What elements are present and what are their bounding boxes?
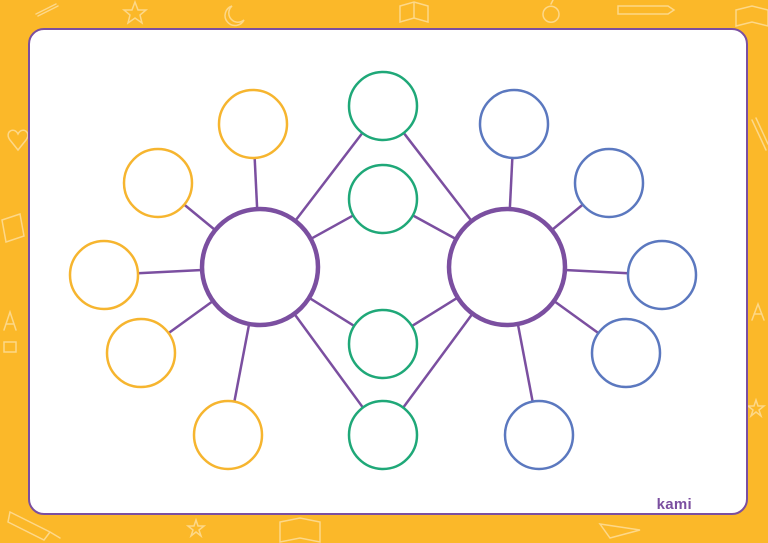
connector-right-1 xyxy=(508,157,514,210)
shared-attribute-bubble-outline xyxy=(347,308,419,380)
left-attribute-bubble[interactable] xyxy=(105,317,177,389)
connector-shared-left-4 xyxy=(293,313,364,409)
book-doodle-icon xyxy=(735,5,768,27)
left-attribute-bubble[interactable] xyxy=(68,239,140,311)
shared-attribute-bubble-outline xyxy=(347,163,419,235)
abc-doodle-icon xyxy=(3,309,17,353)
connector-shared-right-2 xyxy=(412,214,457,241)
right-attribute-bubble[interactable] xyxy=(478,88,550,160)
plane-doodle-icon xyxy=(598,522,641,539)
star-doodle-icon xyxy=(185,517,207,539)
abc-doodle-icon xyxy=(751,301,765,321)
right-attribute-bubble[interactable] xyxy=(503,399,575,471)
connector-shared-right-4 xyxy=(402,312,474,409)
rocket-doodle-icon xyxy=(7,510,61,541)
shared-attribute-bubble-outline xyxy=(347,399,419,471)
main-topic-bubble-right-outline xyxy=(446,206,568,328)
moon-doodle-icon xyxy=(224,5,245,27)
pencil-doodle-icon xyxy=(617,5,676,15)
pencil-doodle-icon xyxy=(751,117,768,151)
left-attribute-bubble-outline xyxy=(192,399,264,471)
main-topic-bubble-left[interactable] xyxy=(199,206,321,328)
heart-doodle-icon xyxy=(7,129,29,152)
main-topic-bubble-left-outline xyxy=(199,206,321,328)
connector-right-4 xyxy=(553,299,600,335)
right-attribute-bubble-outline xyxy=(503,399,575,471)
left-attribute-bubble-outline xyxy=(68,239,140,311)
left-attribute-bubble[interactable] xyxy=(122,147,194,219)
connector-left-2 xyxy=(183,203,217,232)
right-attribute-bubble[interactable] xyxy=(573,147,645,219)
right-attribute-bubble-outline xyxy=(573,147,645,219)
connector-left-1 xyxy=(253,157,259,210)
main-topic-bubble-right[interactable] xyxy=(446,206,568,328)
right-attribute-bubble[interactable] xyxy=(590,317,662,389)
shared-attribute-bubble[interactable] xyxy=(347,163,419,235)
shared-attribute-bubble[interactable] xyxy=(347,70,419,142)
shared-attribute-bubble[interactable] xyxy=(347,308,419,380)
star-doodle-icon xyxy=(121,0,149,25)
book-doodle-icon xyxy=(279,517,321,543)
shared-attribute-bubble[interactable] xyxy=(347,399,419,471)
left-attribute-bubble-outline xyxy=(122,147,194,219)
pencil-doodle-icon xyxy=(35,3,59,17)
connector-shared-left-1 xyxy=(294,132,364,222)
connector-right-5 xyxy=(516,323,534,402)
connector-shared-left-2 xyxy=(310,214,354,241)
left-attribute-bubble-outline xyxy=(217,88,289,160)
apple-doodle-icon xyxy=(542,0,560,23)
connector-shared-right-3 xyxy=(411,296,459,328)
right-attribute-bubble-outline xyxy=(590,317,662,389)
right-attribute-bubble[interactable] xyxy=(626,239,698,311)
connector-shared-right-1 xyxy=(402,132,473,222)
left-attribute-bubble[interactable] xyxy=(217,88,289,160)
connector-left-3 xyxy=(137,268,203,275)
right-attribute-bubble-outline xyxy=(478,88,550,160)
book-doodle-icon xyxy=(399,1,429,23)
left-attribute-bubble[interactable] xyxy=(192,399,264,471)
connector-left-5 xyxy=(233,323,251,402)
shared-attribute-bubble-outline xyxy=(347,70,419,142)
left-attribute-bubble-outline xyxy=(105,317,177,389)
kami-logo: kami xyxy=(656,496,692,513)
ruler-doodle-icon xyxy=(1,213,25,243)
connector-left-4 xyxy=(167,299,214,335)
star-doodle-icon xyxy=(745,397,767,419)
connector-shared-left-3 xyxy=(308,296,355,328)
connector-right-3 xyxy=(564,268,629,275)
right-attribute-bubble-outline xyxy=(626,239,698,311)
connector-right-2 xyxy=(550,203,584,232)
